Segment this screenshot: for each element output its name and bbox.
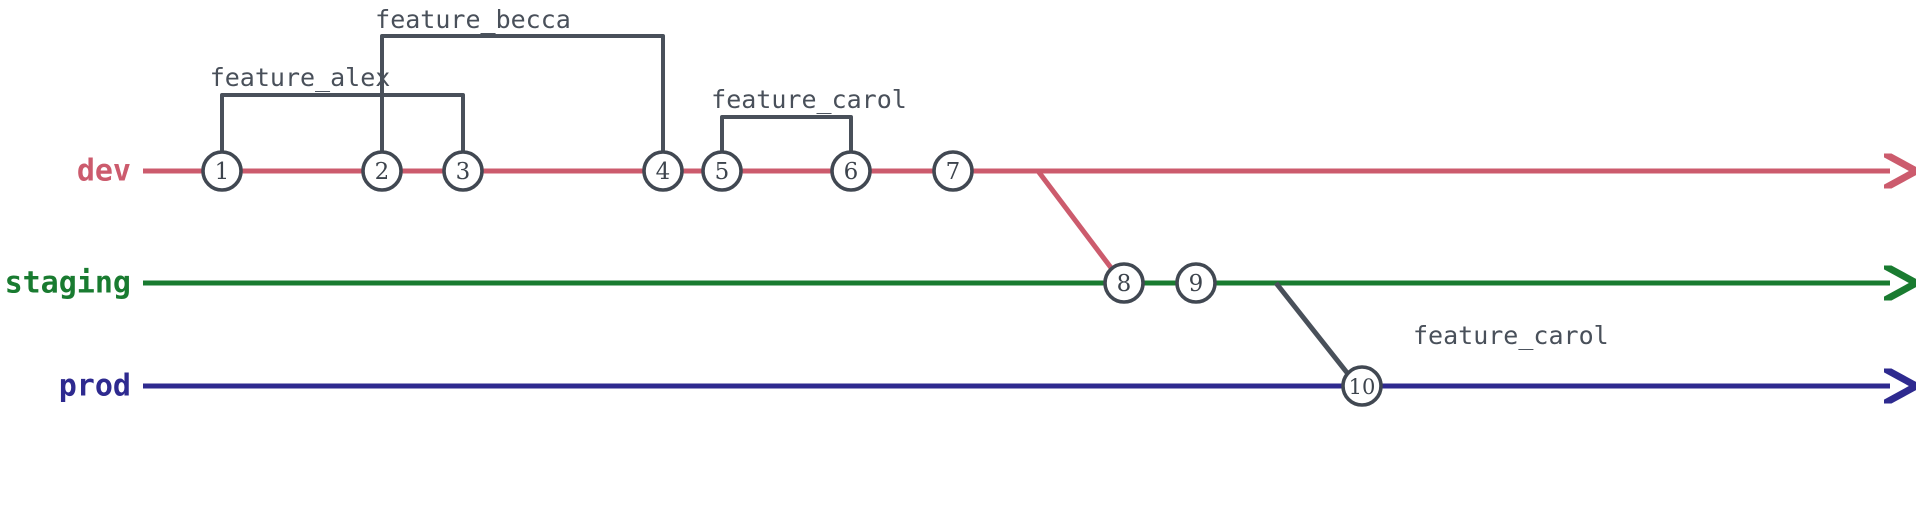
merge-line-staging-to-prod [1274,281,1354,381]
lane-label-prod: prod [59,369,131,404]
commit-circle-4[interactable] [642,150,684,192]
commit-nodes: 1 2 3 4 5 6 [201,150,1383,407]
commit-node-10[interactable]: 10 [1341,365,1383,407]
commit-node-2[interactable]: 2 [361,150,403,192]
commit-circle-7[interactable] [932,150,974,192]
commit-circle-9[interactable] [1175,262,1217,304]
commit-label-7: 7 [946,159,961,185]
commit-circle-10[interactable] [1341,365,1383,407]
feature-bracket-feature-becca [380,34,665,154]
commit-label-2: 2 [375,159,390,185]
commit-node-6[interactable]: 6 [830,150,872,192]
commit-label-8: 8 [1117,271,1132,297]
commit-node-8[interactable]: 8 [1103,262,1145,304]
commit-node-9[interactable]: 9 [1175,262,1217,304]
feature-label-feature-carol-prod: feature_carol [1413,321,1609,350]
commit-label-3: 3 [456,159,471,185]
commit-circle-5[interactable] [701,150,743,192]
commit-circle-3[interactable] [442,150,484,192]
commit-label-9: 9 [1189,271,1204,297]
lane-label-staging: staging [5,266,131,301]
commit-circle-6[interactable] [830,150,872,192]
lane-label-dev: dev [77,154,131,189]
feature-label-feature-carol-dev: feature_carol [711,85,907,114]
commit-node-7[interactable]: 7 [932,150,974,192]
commit-circle-8[interactable] [1103,262,1145,304]
merge-lines [1036,169,1354,381]
commit-label-4: 4 [656,159,671,185]
feature-label-feature-alex: feature_alex [210,63,391,92]
merge-line-dev-to-staging [1036,169,1120,279]
commit-circle-2[interactable] [361,150,403,192]
feature-brackets [220,34,853,154]
commit-circle-1[interactable] [201,150,243,192]
commit-node-3[interactable]: 3 [442,150,484,192]
commit-label-1: 1 [215,159,230,185]
feature-bracket-feature-carol [720,115,853,154]
commit-node-5[interactable]: 5 [701,150,743,192]
commit-node-4[interactable]: 4 [642,150,684,192]
commit-node-1[interactable]: 1 [201,150,243,192]
feature-bracket-feature-alex [220,93,465,154]
lane-lines [143,171,1890,386]
commit-label-6: 6 [844,159,859,185]
lane-labels: dev staging prod [5,154,131,404]
feature-label-feature-becca: feature_becca [375,5,571,34]
commit-label-10: 10 [1349,375,1376,399]
feature-labels: feature_alex feature_becca feature_carol… [210,5,1609,350]
commit-label-5: 5 [715,159,730,185]
